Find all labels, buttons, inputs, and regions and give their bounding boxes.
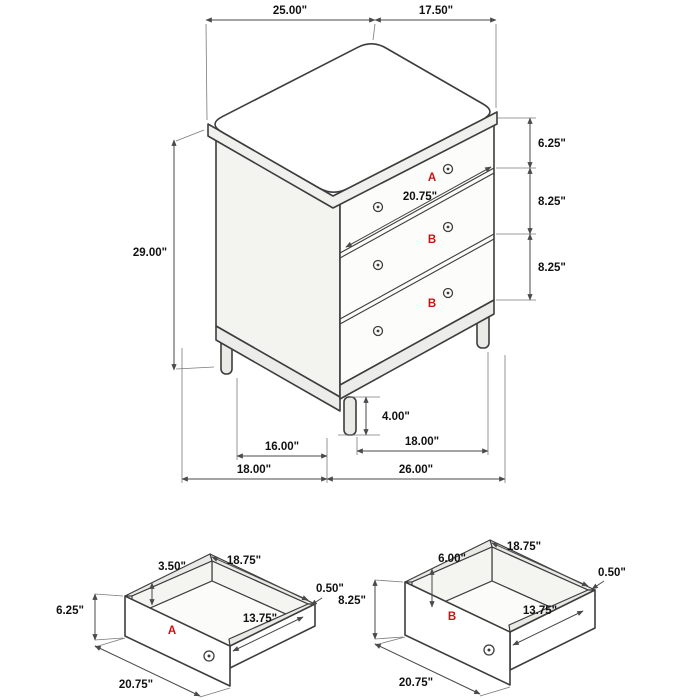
chest-view: 25.00" 17.50" 29.00" 6.25" 8.25" 8.25" 2…	[133, 5, 566, 483]
drawer-b-thickness-label: 0.50"	[598, 567, 626, 579]
dim-top-left-label: 25.00"	[273, 5, 307, 17]
drawer-b-side-height-label: 6.00"	[438, 553, 466, 565]
drawer-a-width-label: 20.75"	[119, 679, 153, 691]
dim-base-16-label: 16.00"	[265, 441, 299, 453]
dim-base-26-label: 26.00"	[399, 464, 433, 476]
drawer-a-opening-width-label: 18.75"	[227, 555, 261, 567]
dim-base-18-left-label: 18.00"	[237, 464, 271, 476]
dim-drawer1-label: 6.25"	[538, 138, 566, 150]
chest-top-face	[214, 43, 491, 193]
dim-base-18-right-label: 18.00"	[405, 436, 439, 448]
drawer-a-dimension-lines	[92, 556, 323, 697]
dim-drawer2-label: 8.25"	[538, 196, 566, 208]
drawer-a-thickness-label: 0.50"	[316, 583, 344, 595]
drawer-a-marker: A	[428, 172, 436, 184]
dim-height-label: 29.00"	[133, 247, 167, 259]
chest-front-rail	[339, 299, 495, 400]
drawer-b-front-panel	[404, 581, 511, 686]
drawer-b-view: 6.00" 18.75" 8.25" 0.50" 13.75" B 20.75"	[338, 539, 626, 697]
drawer-b-opening-width-label: 18.75"	[507, 541, 541, 553]
drawer-a-front-panel	[124, 595, 231, 687]
drawer-b-detail-marker: B	[448, 611, 456, 623]
dim-top-right-label: 17.50"	[419, 5, 453, 17]
dim-leg-label: 4.00"	[382, 411, 410, 423]
drawer-a-opening-depth-label: 13.75"	[243, 613, 277, 625]
chest-leg-front-left	[343, 396, 357, 436]
drawer-a-structure	[124, 553, 316, 687]
drawer-a-front-height-label: 6.25"	[56, 605, 84, 617]
chest-side-rail	[215, 325, 341, 412]
drawer-b-front-height-label: 8.25"	[338, 595, 366, 607]
drawer-a-extension-lines	[94, 593, 231, 698]
drawer-b-opening-depth-label: 13.75"	[523, 605, 557, 617]
drawer-a-side-height-label: 3.50"	[158, 561, 186, 573]
drawer-b-extension-lines	[374, 579, 511, 697]
drawer-b-dimension-lines	[372, 542, 605, 695]
drawer-b1-marker: B	[428, 234, 436, 246]
chest-extension-lines	[175, 23, 536, 483]
drawer-b2-marker: B	[428, 298, 436, 310]
drawer-b-width-label: 20.75"	[399, 677, 433, 689]
dim-drawer3-label: 8.25"	[538, 262, 566, 274]
dim-drawer-width-label: 20.75"	[403, 191, 437, 203]
chest-structure	[207, 43, 498, 436]
drawer-b-structure	[404, 539, 596, 686]
chest-dimension-lines	[171, 17, 533, 482]
drawer-a-view: 3.50" 18.75" 6.25" 0.50" 13.75" A 20.75"	[56, 553, 344, 698]
drawer-a-detail-marker: A	[168, 625, 176, 637]
